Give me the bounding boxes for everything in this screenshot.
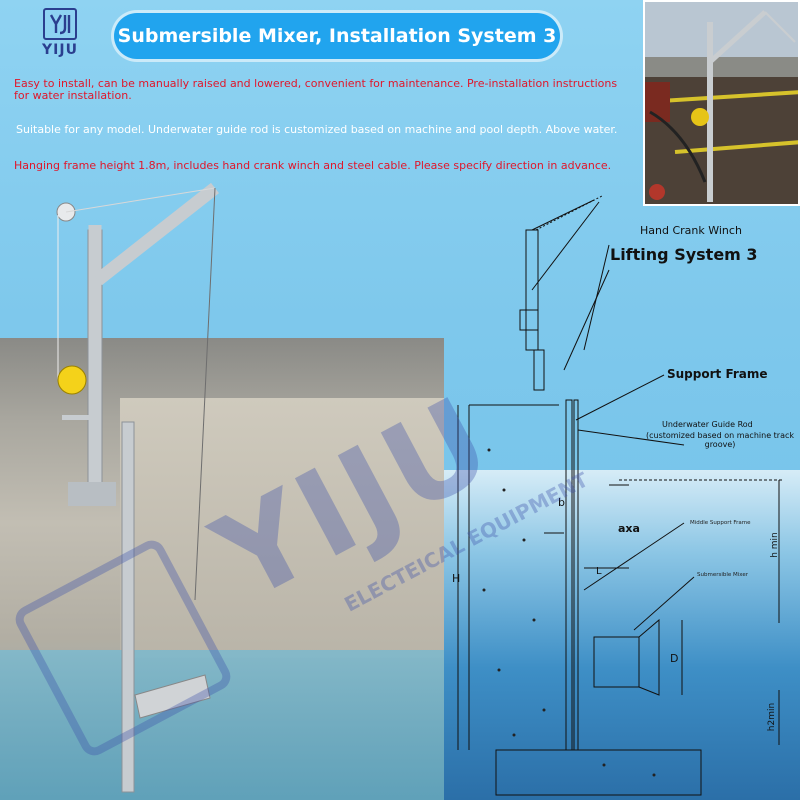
dim-b: b — [558, 496, 565, 509]
label-guide-rod: Underwater Guide Rod — [662, 420, 753, 429]
pool-water — [0, 650, 444, 800]
label-middle-support: Middle Support Frame — [690, 520, 751, 526]
intro-line-1: Easy to install, can be manually raised … — [14, 77, 618, 102]
brand-logo: YIJU — [40, 8, 80, 58]
sea-background — [444, 470, 800, 800]
dim-L: L — [596, 566, 602, 577]
installation-photo — [643, 0, 800, 206]
dim-H: H — [452, 572, 461, 585]
page-title: Submersible Mixer, Installation System 3 — [114, 13, 560, 59]
dim-h2min: h2min — [767, 702, 778, 732]
yiju-logo-icon — [43, 8, 77, 40]
label-hand-crank-winch: Hand Crank Winch — [640, 224, 742, 237]
installation-diagram — [457, 195, 784, 796]
pool-wall — [120, 398, 444, 658]
label-lifting-system: Lifting System 3 — [610, 245, 758, 264]
intro-line-3: Hanging frame height 1.8m, includes hand… — [14, 159, 612, 172]
label-submersible-mixer: Submersible Mixer — [697, 572, 749, 578]
label-guide-rod-note: (customized based on machine track groov… — [645, 431, 795, 449]
logo-text: YIJU — [42, 42, 78, 58]
dim-D: D — [670, 652, 679, 665]
crane-illustration — [56, 182, 220, 793]
intro-line-2: Suitable for any model. Underwater guide… — [16, 123, 618, 136]
dim-axa: axa — [618, 522, 640, 535]
label-support-frame: Support Frame — [667, 367, 768, 381]
dim-hmin: h min — [769, 532, 780, 558]
